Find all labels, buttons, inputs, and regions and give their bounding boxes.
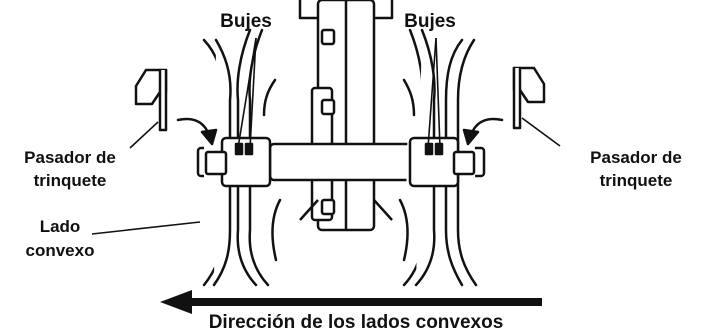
bushings-left-label: Bujes	[220, 11, 272, 32]
leader-lines	[91, 37, 561, 235]
gearbox-housing	[298, 0, 394, 232]
left-tine-assembly	[134, 28, 282, 287]
right-tine-assembly	[398, 28, 546, 287]
direction-arrow	[160, 290, 542, 314]
convex-side-label-line1: Lado	[40, 217, 81, 236]
ratchet-pin-left-label-line2: trinquete	[34, 171, 107, 190]
convex-side-label-line2: convexo	[26, 241, 95, 260]
direction-caption: Dirección de los lados convexos	[209, 312, 504, 333]
ratchet-pin-left-label-line1: Pasador de	[24, 148, 116, 167]
bushings-right-label: Bujes	[404, 11, 456, 32]
ratchet-pin-right-label-line1: Pasador de	[590, 148, 682, 167]
ratchet-pin-right-label-line2: trinquete	[600, 171, 673, 190]
